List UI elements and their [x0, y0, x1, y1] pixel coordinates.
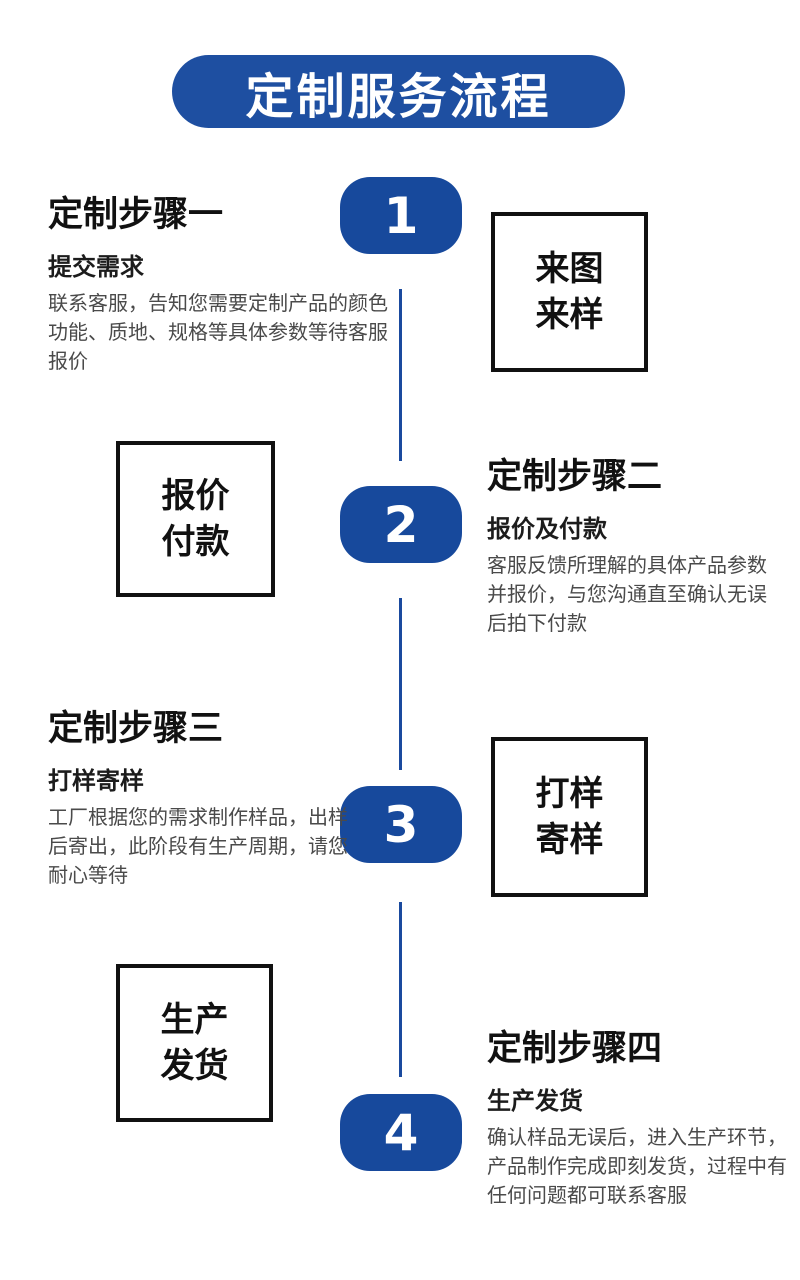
step-4-number-badge: 4	[340, 1094, 462, 1171]
step-4-description: 确认样品无误后，进入生产环节，产品制作完成即刻发货，过程中有任何问题都可联系客服	[487, 1125, 787, 1208]
step-4-text-block: 定制步骤四 生产发货 确认样品无误后，进入生产环节，产品制作完成即刻发货，过程中…	[487, 1028, 800, 1210]
step-1-description: 联系客服，告知您需要定制产品的颜色功能、质地、规格等具体参数等待客服报价	[48, 291, 388, 374]
step-2-number: 2	[383, 495, 419, 554]
step-4-sample-box: 生产 发货	[116, 964, 273, 1122]
step-3-description: 工厂根据您的需求制作样品，出样后寄出，此阶段有生产周期，请您耐心等待	[48, 805, 348, 888]
step-3-text-block: 定制步骤三 打样寄样 工厂根据您的需求制作样品，出样后寄出，此阶段有生产周期，请…	[48, 708, 393, 890]
step-2-box-line-2: 付款	[161, 522, 230, 562]
step-4-number: 4	[383, 1103, 419, 1162]
step-2-subheading: 报价及付款	[487, 515, 607, 543]
step-4-box-line-2: 发货	[160, 1046, 229, 1086]
connector-line-3	[399, 902, 402, 1077]
connector-line-2	[399, 598, 402, 770]
step-1-subheading: 提交需求	[48, 253, 144, 281]
step-2-heading: 定制步骤二	[487, 457, 663, 497]
step-3-box-line-1: 打样	[535, 774, 604, 814]
step-2-box-line-1: 报价	[161, 476, 230, 516]
step-3-subheading: 打样寄样	[48, 767, 144, 795]
step-1-box-line-1: 来图	[535, 249, 604, 289]
step-1-text-block: 定制步骤一 提交需求 联系客服，告知您需要定制产品的颜色功能、质地、规格等具体参…	[48, 194, 393, 376]
step-2-sample-box: 报价 付款	[116, 441, 275, 597]
step-2-description: 客服反馈所理解的具体产品参数并报价，与您沟通直至确认无误后拍下付款	[487, 553, 767, 636]
step-1-box-line-2: 来样	[535, 295, 604, 335]
step-4-heading: 定制步骤四	[487, 1029, 663, 1069]
step-2-number-badge: 2	[340, 486, 462, 563]
title-banner: 定制服务流程	[172, 55, 625, 128]
step-4-box-line-1: 生产	[160, 1000, 229, 1040]
step-2-text-block: 定制步骤二 报价及付款 客服反馈所理解的具体产品参数并报价，与您沟通直至确认无误…	[487, 456, 800, 638]
step-3-box-line-2: 寄样	[535, 820, 604, 860]
step-1-heading: 定制步骤一	[48, 195, 224, 235]
step-3-number-badge: 3	[340, 786, 462, 863]
step-4-subheading: 生产发货	[487, 1087, 583, 1115]
page-title: 定制服务流程	[245, 68, 552, 125]
connector-line-1	[399, 289, 402, 461]
step-3-number: 3	[383, 795, 419, 854]
step-1-sample-box: 来图 来样	[491, 212, 648, 372]
step-1-number-badge: 1	[340, 177, 462, 254]
step-1-number: 1	[383, 186, 419, 245]
step-3-heading: 定制步骤三	[48, 709, 224, 749]
step-3-sample-box: 打样 寄样	[491, 737, 648, 897]
